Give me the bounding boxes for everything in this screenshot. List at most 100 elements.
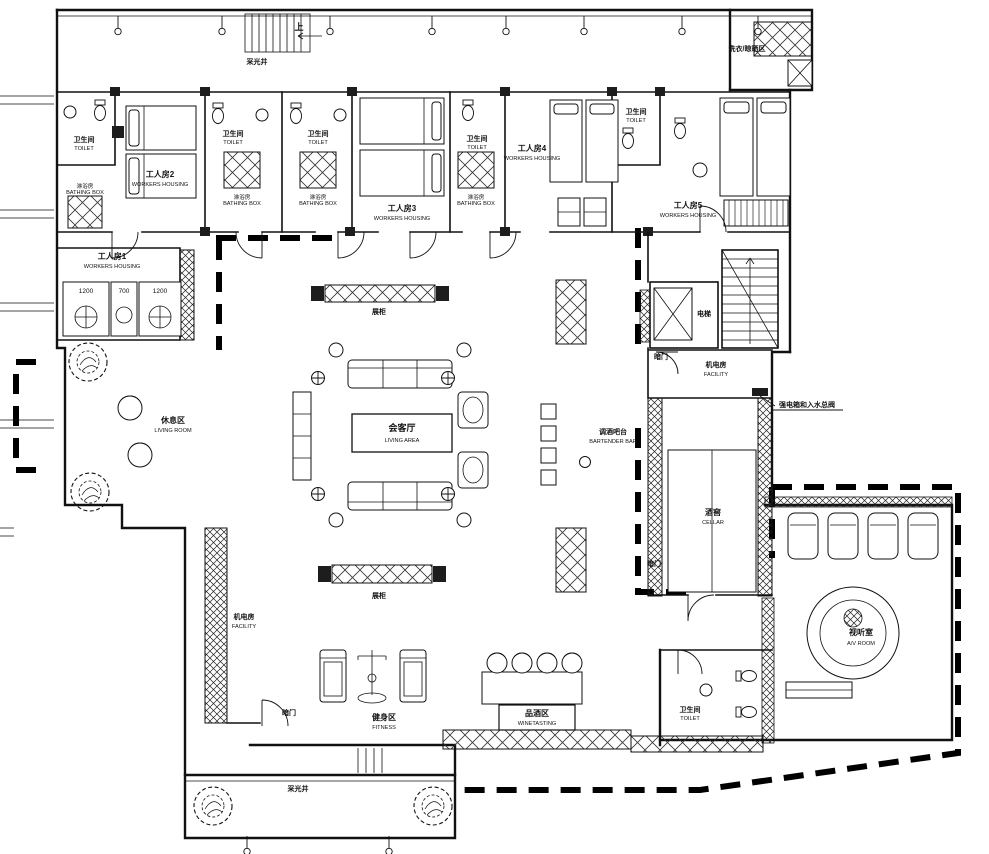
toilet-label-1: 卫生间 [74, 135, 95, 144]
worker-room-3-furniture [359, 97, 445, 197]
toilet-label-1-en: TOILET [74, 146, 94, 152]
worker-room-2-furniture [112, 105, 197, 199]
stairs-core [721, 249, 779, 349]
av-room-label-en: A/V ROOM [847, 641, 875, 647]
worker-room-5-label-en: WORKERS HOUSING [660, 213, 717, 219]
laundry-area [753, 21, 813, 87]
tree-icon [193, 786, 233, 826]
display-cabinet-label-top: 展柜 [371, 307, 386, 316]
fitness-area [319, 649, 427, 704]
fitness-label: 健身区 [372, 712, 396, 722]
laundry-label: 洗衣/晾晒区 [729, 44, 766, 53]
toilet-label-3: 卫生间 [308, 129, 329, 138]
bathing-box-label-4: 淋浴房 [468, 193, 485, 201]
hidden-door-label-2: 暗门 [647, 559, 661, 568]
facility-left [204, 527, 289, 727]
sofa-set [292, 342, 489, 528]
toilet-label-2-en: TOILET [223, 140, 243, 146]
bathing-box-label-3-en: BATHING BOX [299, 201, 337, 207]
elevator-label: 电梯 [697, 309, 711, 318]
bathing-box-label-4-en: BATHING BOX [457, 201, 495, 207]
labels: 上 采光井 洗衣/晾晒区 工人房1 WORKERS HOUSING 工人房2 W… [66, 21, 875, 793]
living-area-group [292, 284, 489, 584]
worker-room-5-furniture [674, 97, 791, 227]
bar-area [540, 279, 591, 593]
worker-room-2-label-en: WORKERS HOUSING [132, 182, 189, 188]
bar-label-en: BARTENDER BAR [589, 439, 636, 445]
living-area-label-box [351, 413, 453, 453]
light-well-bottom-label: 采光井 [287, 784, 309, 793]
lounge-label-en: LIVING ROOM [154, 428, 192, 434]
living-area-label: 会客厅 [388, 422, 415, 433]
cellar-label-en: CELLAR [702, 520, 724, 526]
bar-label: 调酒吧台 [599, 427, 627, 436]
worker-room-2-label: 工人房2 [146, 169, 175, 179]
dim-1200-a: 1200 [79, 288, 94, 295]
toilet-label-5-en: TOILET [626, 118, 646, 124]
top-corridor [114, 13, 813, 87]
worker-room-5-label: 工人房5 [674, 200, 703, 210]
neighbour-wall-lines [0, 95, 54, 537]
toilet-label-4-en: TOILET [467, 145, 487, 151]
display-cabinet-label-bottom: 展柜 [371, 591, 386, 600]
facility-right-label: 机电房 [706, 360, 727, 369]
toilet-label-2: 卫生间 [223, 129, 244, 138]
av-room [761, 496, 953, 744]
recliner-seats [787, 512, 939, 560]
hidden-door-label-1: 暗门 [654, 352, 668, 361]
wine-tasting-label: 品酒区 [525, 708, 549, 718]
dim-1200-b: 1200 [153, 288, 168, 295]
fitness-label-en: FITNESS [372, 725, 396, 731]
toilet-label-3-en: TOILET [308, 140, 328, 146]
facility-left-label-en: FACILITY [232, 624, 257, 630]
worker-room-1 [56, 247, 195, 341]
facility-left-label: 机电房 [234, 612, 255, 621]
power-note-label: 强电箱和入水总阀 [779, 400, 835, 409]
bathing-box-label-1: 淋浴房 [77, 182, 94, 190]
worker-rooms [56, 87, 791, 259]
lounge-label: 休息区 [160, 415, 185, 425]
door-swings-corridor [111, 205, 727, 259]
worker-room-1-label: 工人房1 [98, 251, 127, 261]
tree-icon [413, 786, 453, 826]
tree-icon [68, 342, 108, 382]
bathing-box-label-2-en: BATHING BOX [223, 201, 261, 207]
toilet-label-6-en: TOILET [680, 716, 700, 722]
lounge-area [68, 342, 153, 512]
core-block [639, 231, 843, 411]
cellar-room [647, 397, 773, 622]
cable-machine [357, 650, 387, 704]
light-well-bottom [193, 748, 453, 854]
bathing-box-label-1-en: BATHING BOX [66, 190, 104, 196]
up-label: 上 [294, 21, 303, 32]
toilet-fixtures [63, 99, 634, 149]
wine-tasting-label-en: WINETASTING [518, 721, 556, 727]
living-area-label-en: LIVING AREA [385, 438, 420, 444]
light-well-top-label: 采光井 [246, 57, 268, 66]
av-room-label: 视听室 [849, 627, 873, 637]
worker-room-4-furniture [549, 99, 619, 227]
worker-room-3-label-en: WORKERS HOUSING [374, 216, 431, 222]
wine-tasting-area [442, 652, 764, 753]
toilet-label-4: 卫生间 [467, 134, 488, 143]
grid-markers [114, 15, 762, 36]
bathing-box-label-2: 淋浴房 [234, 193, 251, 201]
round-sofa [806, 586, 900, 680]
hidden-door-label-3: 暗门 [282, 708, 296, 717]
facility-right-label-en: FACILITY [704, 372, 729, 378]
worker-room-1-label-en: WORKERS HOUSING [84, 264, 141, 270]
toilet-label-6: 卫生间 [680, 705, 701, 714]
round-chairs [486, 652, 583, 674]
bathing-box-label-3: 淋浴房 [310, 193, 327, 201]
cellar-label: 酒窖 [705, 507, 721, 517]
worker-room-3-label: 工人房3 [388, 203, 417, 213]
wine-tasting-label-box [498, 704, 576, 731]
toilet-label-5: 卫生间 [626, 107, 647, 116]
stairs-top [244, 13, 322, 53]
worker-room-4-label-en: WORKERS HOUSING [504, 156, 561, 162]
worker-room-4-label: 工人房4 [518, 143, 547, 153]
toilet-bottom-right [659, 649, 773, 718]
shower-boxes [67, 151, 495, 229]
